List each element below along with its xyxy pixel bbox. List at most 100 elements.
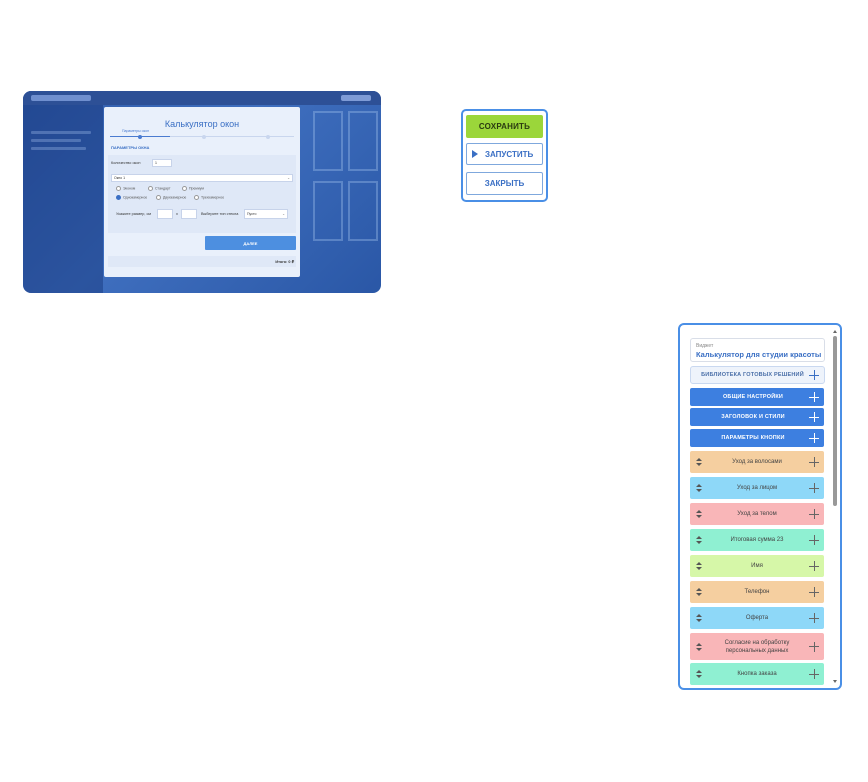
drag-sort-icon[interactable]	[696, 458, 702, 466]
plus-icon	[809, 433, 819, 443]
windows-count-label: Количество окон	[111, 161, 141, 165]
block-item[interactable]: Оферта	[690, 607, 824, 629]
drag-sort-icon[interactable]	[696, 510, 702, 518]
settings-general[interactable]: ОБЩИЕ НАСТРОЙКИ	[690, 388, 824, 406]
drag-sort-icon[interactable]	[696, 588, 702, 596]
background-window	[313, 111, 343, 171]
block-item[interactable]: Имя	[690, 555, 824, 577]
total-label: Итого: 0 ₽	[275, 260, 294, 264]
block-label: Уход за телом	[737, 511, 777, 517]
run-button[interactable]: ЗАПУСТИТЬ	[466, 143, 543, 165]
background-window	[313, 181, 343, 241]
scrollbar-thumb[interactable]	[833, 336, 837, 506]
library-button[interactable]: БИБЛИОТЕКА ГОТОВЫХ РЕШЕНИЙ	[690, 366, 825, 384]
settings-header-styles[interactable]: ЗАГОЛОВОК И СТИЛИ	[690, 408, 824, 426]
widget-name: Калькулятор для студии красоты	[696, 350, 822, 359]
block-label: Итоговая сумма 23	[730, 537, 784, 543]
scroll-up-icon[interactable]	[833, 330, 837, 333]
calculator-title: Калькулятор окон	[164, 119, 240, 129]
block-label: Уход за волосами	[732, 459, 782, 465]
height-input[interactable]	[181, 209, 197, 219]
block-label: Кнопка заказа	[737, 671, 777, 677]
radio-chamber-single[interactable]: Однокамерное	[116, 195, 147, 200]
settings-button-params[interactable]: ПАРАМЕТРЫ КНОПКИ	[690, 429, 824, 447]
radio-type-standard[interactable]: Стандарт	[148, 186, 170, 191]
plus-icon	[809, 392, 819, 402]
site-nav	[341, 95, 371, 101]
plus-icon[interactable]	[809, 457, 819, 467]
radio-chamber-triple[interactable]: Трехкамерное	[194, 195, 224, 200]
site-logo	[31, 95, 91, 101]
library-label: БИБЛИОТЕКА ГОТОВЫХ РЕШЕНИЙ	[701, 372, 804, 378]
plus-icon[interactable]	[809, 483, 819, 493]
block-item[interactable]: Уход за телом	[690, 503, 824, 525]
run-button-label: ЗАПУСТИТЬ	[485, 149, 534, 159]
plus-icon	[809, 370, 819, 380]
block-label: Оферта	[745, 615, 769, 621]
step-label: Параметры окон	[122, 129, 150, 133]
step-dot[interactable]	[202, 134, 206, 139]
step-progress: Параметры окон	[110, 129, 294, 139]
block-label: Уход за лицом	[736, 485, 778, 491]
block-item[interactable]: Уход за волосами	[690, 451, 824, 473]
plus-icon[interactable]	[809, 613, 819, 623]
site-header	[23, 91, 381, 105]
calculator-form: Калькулятор окон Параметры окон ПАРАМЕТР…	[104, 107, 300, 277]
plus-icon[interactable]	[809, 641, 819, 652]
action-panel: СОХРАНИТЬ ЗАПУСТИТЬ ЗАКРЫТЬ	[461, 109, 548, 202]
glass-select[interactable]: Пусто ⌄	[244, 209, 288, 219]
block-item[interactable]: Кнопка заказа	[690, 663, 824, 685]
window-select[interactable]: Окно 1 ⌄	[111, 174, 293, 182]
next-button[interactable]: ДАЛЕЕ	[205, 236, 296, 250]
radio-chamber-double[interactable]: Двухкамерное	[156, 195, 186, 200]
play-icon	[472, 150, 478, 158]
plus-icon[interactable]	[809, 669, 819, 679]
windows-count-input[interactable]: 1	[152, 159, 172, 167]
background-window	[348, 181, 378, 241]
plus-icon[interactable]	[809, 561, 819, 571]
chevron-down-icon: ⌄	[282, 212, 285, 216]
plus-icon[interactable]	[809, 535, 819, 545]
settings-button-params-label: ПАРАМЕТРЫ КНОПКИ	[721, 435, 785, 441]
size-label: Укажите размер, см	[116, 212, 151, 216]
chevron-down-icon: ⌄	[287, 176, 290, 180]
plus-icon[interactable]	[809, 509, 819, 519]
scroll-down-icon[interactable]	[833, 680, 837, 683]
drag-sort-icon[interactable]	[696, 670, 702, 678]
drag-sort-icon[interactable]	[696, 614, 702, 622]
block-label: Телефон	[744, 589, 770, 595]
drag-sort-icon[interactable]	[696, 562, 702, 570]
widget-caption: Виджет	[696, 343, 714, 349]
radio-type-premium[interactable]: Премиум	[182, 186, 204, 191]
width-input[interactable]	[157, 209, 173, 219]
block-item[interactable]: Телефон	[690, 581, 824, 603]
total-bar	[108, 256, 296, 267]
background-line	[31, 147, 86, 150]
block-label: Имя	[751, 563, 763, 569]
save-button[interactable]: СОХРАНИТЬ	[466, 115, 543, 138]
close-button[interactable]: ЗАКРЫТЬ	[466, 172, 543, 195]
drag-sort-icon[interactable]	[696, 484, 702, 492]
glass-label: Выберите тип стекла	[201, 212, 239, 216]
radio-type-economy[interactable]: Эконом	[116, 186, 135, 191]
plus-icon[interactable]	[809, 587, 819, 597]
block-item[interactable]: Итоговая сумма 23	[690, 529, 824, 551]
block-label: Согласие на обработку персональных данны…	[724, 639, 790, 654]
background-window	[348, 111, 378, 171]
background-line	[31, 131, 91, 134]
widget-panel: Виджет Калькулятор для студии красоты БИ…	[678, 323, 842, 690]
widget-name-card[interactable]: Виджет Калькулятор для студии красоты	[690, 338, 825, 362]
drag-sort-icon[interactable]	[696, 642, 702, 651]
section-label: ПАРАМЕТРЫ ОКНА	[111, 145, 150, 150]
step-dot[interactable]	[138, 134, 142, 139]
block-item[interactable]: Уход за лицом	[690, 477, 824, 499]
drag-sort-icon[interactable]	[696, 536, 702, 544]
size-separator: x	[176, 212, 178, 216]
settings-general-label: ОБЩИЕ НАСТРОЙКИ	[722, 394, 784, 400]
settings-header-styles-label: ЗАГОЛОВОК И СТИЛИ	[721, 414, 785, 420]
background-line	[31, 139, 81, 142]
block-item[interactable]: Согласие на обработку персональных данны…	[690, 633, 824, 660]
plus-icon	[809, 412, 819, 422]
step-dot[interactable]	[266, 134, 270, 139]
background-block	[23, 105, 103, 293]
